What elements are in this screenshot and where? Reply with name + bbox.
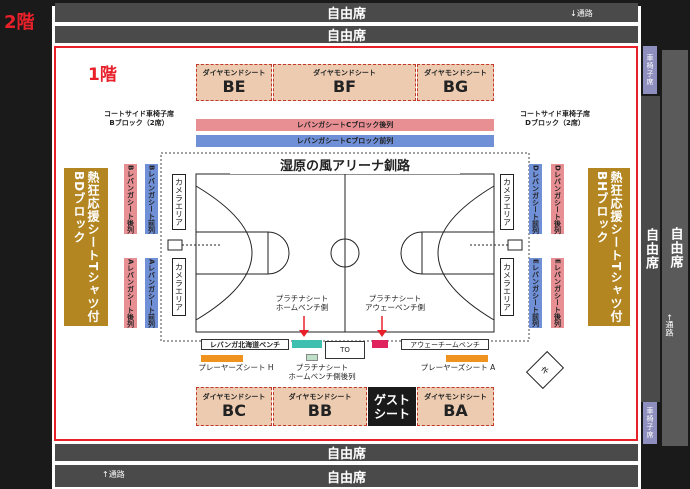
players-seat-h-bar: [201, 355, 243, 362]
diamond-bb-code: BB: [307, 401, 333, 420]
fan-seat-left: 熱狂応援シートTシャツ付 BDブロック: [64, 168, 108, 326]
platinum-home-seat: [292, 340, 322, 348]
bottom-free-seat-lower: 自由席: [55, 465, 638, 487]
diamond-seat-bf: ダイヤモンドシート BF: [273, 64, 416, 101]
diamond-be-code: BE: [222, 77, 246, 96]
guest-seat: ゲスト シート: [368, 387, 416, 426]
diamond-bg-small: ダイヤモンドシート: [424, 69, 487, 77]
diamond-bg-code: BG: [442, 77, 469, 96]
corner-label: ネ: [538, 363, 552, 377]
platinum-away-text: プラチナシート アウェーベンチ側: [365, 294, 425, 312]
d-levanga-back-row: Dレバンガシート後列: [551, 164, 564, 234]
top-free-seat-upper: 自由席: [55, 3, 638, 22]
diamond-bc-small: ダイヤモンドシート: [202, 393, 266, 401]
right-free-outer-label: 自由席: [667, 227, 683, 269]
diamond-seat-bg: ダイヤモンドシート BG: [417, 64, 494, 101]
floor2-label: 2階: [4, 12, 35, 33]
d-levanga-front-row: Dレバンガシート前列: [529, 164, 542, 234]
players-seat-a-bar: [446, 355, 488, 362]
fan-seat-right-label: 熱狂応援シートTシャツ付 BHブロック: [595, 170, 623, 324]
table-officials: TO: [325, 341, 365, 359]
bottom-free-seat-upper: 自由席: [55, 444, 638, 462]
diamond-bf-code: BF: [332, 77, 357, 96]
fan-seat-left-label: 熱狂応援シートTシャツ付 BDブロック: [72, 170, 100, 324]
diamond-be-small: ダイヤモンドシート: [202, 69, 266, 77]
e-levanga-front-row: Eレバンガシート前列: [529, 258, 542, 328]
guest-seat-label: ゲスト シート: [373, 392, 410, 421]
wheelchair-top: 車椅子席: [643, 46, 657, 94]
passage-bottom: ↑通路: [102, 470, 125, 479]
arena-title: 湿原の風アリーナ釧路: [230, 155, 460, 174]
courtside-left-label: コートサイド車椅子席 Bブロック（2席）: [86, 110, 192, 128]
camera-area-left-top: カメラエリア: [172, 174, 186, 230]
diamond-ba-small: ダイヤモンドシート: [424, 393, 487, 401]
diamond-seat-bc: ダイヤモンドシート BC: [196, 387, 272, 426]
diamond-seat-bb: ダイヤモンドシート BB: [273, 387, 367, 426]
right-free-inner-label: 自由席: [643, 228, 658, 270]
right-free-seat-inner: 自由席: [641, 96, 660, 402]
levanga-c-front-row: レバンガシートCブロック前列: [196, 135, 494, 147]
players-h-label: プレーヤーズシート H: [198, 363, 274, 372]
arrow-away: [377, 316, 387, 337]
top-free-seat-lower: 自由席: [55, 26, 638, 44]
bottom-free-upper-label: 自由席: [326, 447, 366, 462]
levanga-c-back-label: レバンガシートCブロック後列: [296, 121, 394, 129]
passage-right: ←通路: [665, 314, 674, 337]
basketball-court: [160, 152, 530, 342]
floor1-label: 1階: [88, 65, 117, 85]
away-bench-label: アウェーチームベンチ: [410, 340, 480, 349]
a-levanga-front-row: Aレバンガシート前列: [145, 258, 158, 328]
fan-seat-right: 熱狂応援シートTシャツ付 BHブロック: [588, 168, 630, 326]
top-free-lower-label: 自由席: [326, 29, 366, 44]
levanga-c-back-row: レバンガシートCブロック後列: [196, 119, 494, 131]
arrow-home: [299, 316, 309, 337]
home-bench: レバンガ北海道ベンチ: [201, 339, 289, 350]
diamond-bf-small: ダイヤモンドシート: [313, 69, 376, 77]
a-levanga-back-row: Aレバンガシート後列: [124, 258, 137, 328]
platinum-back-text: プラチナシート ホームベンチ側後列: [288, 363, 356, 381]
wheelchair-bottom: 車椅子席: [643, 402, 657, 444]
passage-top: ↓通路: [570, 9, 593, 18]
to-label: TO: [340, 346, 350, 354]
home-bench-label: レバンガ北海道ベンチ: [209, 340, 281, 349]
diamond-ba-code: BA: [443, 401, 468, 420]
camera-area-left-bottom: カメラエリア: [172, 258, 186, 316]
camera-area-right-top: カメラエリア: [500, 174, 514, 230]
platinum-back-label: プラチナシート ホームベンチ側後列: [282, 363, 362, 381]
platinum-home-label: プラチナシート ホームベンチ側: [262, 294, 342, 312]
b-levanga-front-row: Bレバンガシート前列: [145, 164, 158, 234]
left-sidebar: [0, 0, 52, 489]
diamond-bb-small: ダイヤモンドシート: [288, 393, 352, 401]
courtside-left-text: コートサイド車椅子席 Bブロック（2席）: [104, 110, 174, 127]
players-a-label: プレーヤーズシート A: [420, 363, 496, 372]
away-bench: アウェーチームベンチ: [401, 339, 489, 350]
camera-area-right-bottom: カメラエリア: [500, 258, 514, 316]
diamond-seat-be: ダイヤモンドシート BE: [196, 64, 272, 101]
e-levanga-back-row: Eレバンガシート後列: [551, 258, 564, 328]
b-levanga-back-row: Bレバンガシート後列: [124, 164, 137, 234]
platinum-home-text: プラチナシート ホームベンチ側: [275, 294, 329, 312]
platinum-away-seat: [372, 340, 388, 348]
courtside-right-text: コートサイド車椅子席 Dブロック（2席）: [520, 110, 590, 127]
courtside-right-label: コートサイド車椅子席 Dブロック（2席）: [502, 110, 608, 128]
levanga-c-front-label: レバンガシートCブロック前列: [296, 137, 394, 145]
platinum-away-label: プラチナシート アウェーベンチ側: [352, 294, 438, 312]
diamond-bc-code: BC: [222, 401, 246, 420]
right-free-seat-outer: 自由席: [662, 50, 688, 446]
top-free-upper-label: 自由席: [326, 7, 366, 22]
diamond-seat-ba: ダイヤモンドシート BA: [417, 387, 494, 426]
bottom-free-lower-label: 自由席: [326, 470, 366, 486]
platinum-back-seat: [306, 354, 318, 361]
